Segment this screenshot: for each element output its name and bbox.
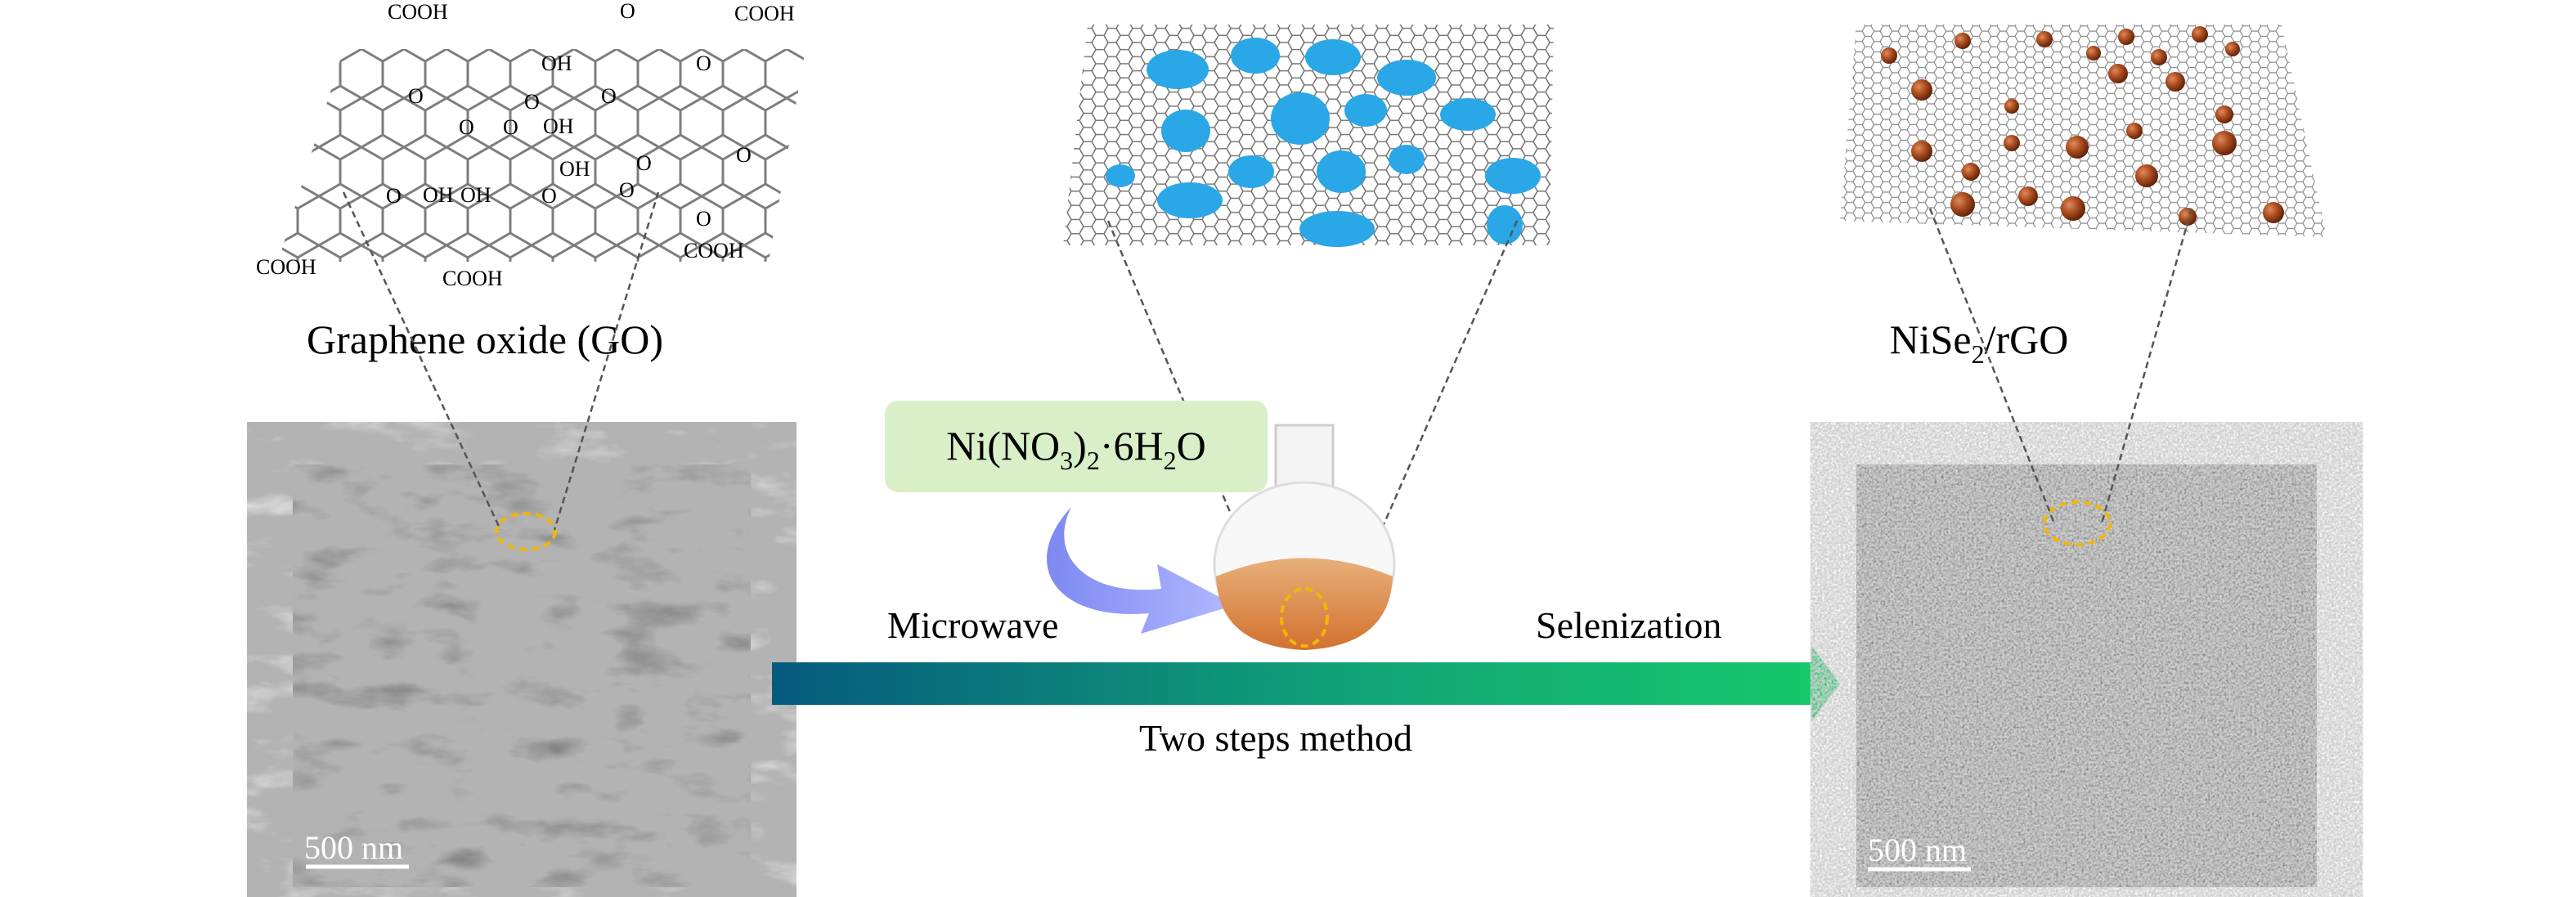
functional-group-label: O bbox=[386, 184, 402, 208]
functional-group-label: OH bbox=[543, 114, 574, 138]
nise2-particle bbox=[2118, 29, 2134, 45]
nise2-particle bbox=[2126, 123, 2143, 139]
ni-precursor-blob bbox=[1440, 98, 1496, 131]
functional-group-label: O bbox=[459, 115, 474, 139]
functional-group-label: COOH bbox=[256, 255, 316, 279]
nise2-particle bbox=[2004, 99, 2019, 114]
step2-label: Selenization bbox=[1536, 604, 1721, 646]
ni-precursor-blob bbox=[1344, 94, 1387, 127]
ni-precursor-blob bbox=[1157, 182, 1223, 218]
nise2-particle bbox=[2165, 72, 2185, 92]
callout-line bbox=[1928, 208, 2056, 524]
functional-group-label: O bbox=[503, 115, 518, 139]
nise2-particle bbox=[2151, 49, 2167, 65]
functional-group-label: O bbox=[408, 84, 424, 108]
nise2-particle bbox=[1881, 47, 1897, 64]
functional-group-label: O bbox=[696, 207, 711, 231]
round-bottom-flask-icon bbox=[1213, 424, 1396, 650]
nise2-particle bbox=[2135, 164, 2158, 187]
functional-group-label: COOH bbox=[734, 2, 795, 25]
ni-precursor-blob bbox=[1147, 50, 1209, 89]
functional-group-label: OH bbox=[541, 52, 572, 75]
nise2-particle bbox=[2192, 26, 2208, 43]
process-arrow bbox=[772, 646, 1840, 721]
method-label: Two steps method bbox=[1139, 717, 1412, 759]
ni-precursor-blob bbox=[1106, 164, 1135, 187]
nise2-particle bbox=[2179, 208, 2197, 226]
nise2-particle bbox=[2066, 136, 2089, 159]
nise2-particle bbox=[2004, 135, 2020, 151]
nise2-particle bbox=[2263, 202, 2284, 223]
ni-precursor-blob bbox=[1485, 158, 1541, 194]
nise2-particle bbox=[2212, 131, 2237, 155]
nise2-particle bbox=[1911, 79, 1932, 101]
nise2-particle bbox=[1950, 192, 1975, 217]
ni-precursor-blob bbox=[1305, 39, 1361, 75]
nise2-particle bbox=[2036, 31, 2053, 47]
nise2-particle bbox=[1911, 141, 1932, 162]
microwave-arrow-icon bbox=[1047, 507, 1235, 634]
functional-group-label: OH bbox=[460, 183, 491, 207]
rgo-sheet-with-nise2-particles bbox=[1840, 25, 2327, 237]
callout-line bbox=[342, 191, 502, 531]
functional-group-label: O bbox=[524, 90, 540, 114]
ni-precursor-blob bbox=[1161, 110, 1210, 152]
nise2-particle bbox=[2018, 186, 2038, 206]
functional-group-label: OH bbox=[423, 183, 454, 207]
ni-precursor-blob bbox=[1228, 155, 1274, 188]
nise2-particle bbox=[2225, 42, 2240, 56]
functional-group-label: O bbox=[620, 0, 635, 23]
nise2-particle bbox=[2108, 64, 2128, 83]
callout-line bbox=[553, 191, 660, 531]
nise2-particle bbox=[1962, 163, 1980, 181]
zoom-circle bbox=[495, 512, 557, 551]
ni-precursor-blob bbox=[1299, 211, 1375, 247]
go-sem-image: 500 nm bbox=[293, 464, 751, 887]
reagent-box: Ni(NO3)2·6H2O bbox=[885, 401, 1268, 492]
functional-group-label: O bbox=[636, 151, 652, 175]
nise2-rgo-sem-image: 500 nm bbox=[1856, 464, 2317, 887]
ni-precursor-blob bbox=[1389, 145, 1425, 174]
ni-precursor-blob bbox=[1317, 150, 1366, 193]
functional-group-label: COOH bbox=[684, 239, 744, 262]
functional-group-label: O bbox=[601, 84, 617, 108]
functional-group-label: O bbox=[736, 143, 752, 167]
zoom-circle bbox=[2043, 500, 2112, 546]
functional-group-label: COOH bbox=[442, 267, 503, 290]
ni-precursor-blob bbox=[1271, 92, 1330, 145]
ni-precursor-blob bbox=[1487, 205, 1523, 244]
ni-precursor-blob bbox=[1231, 38, 1280, 74]
nise2-particle bbox=[2086, 46, 2101, 61]
functional-group-label: O bbox=[619, 178, 635, 202]
scale-bar-label: 500 nm bbox=[1868, 832, 1967, 868]
nise2-particle bbox=[2215, 105, 2233, 123]
reagent-formula: Ni(NO3)2·6H2O bbox=[946, 423, 1205, 475]
functional-group-label: OH bbox=[559, 157, 590, 181]
nise2-particle bbox=[2061, 196, 2085, 221]
step1-label: Microwave bbox=[887, 604, 1058, 646]
graphene-sheet-with-ni-precursor bbox=[1063, 25, 1554, 247]
nise2-rgo-title: NiSe2/rGO bbox=[1890, 316, 2069, 369]
go-title: Graphene oxide (GO) bbox=[307, 316, 663, 362]
scale-bar-label: 500 nm bbox=[304, 829, 403, 866]
nise2-particle bbox=[1954, 33, 1971, 49]
functional-group-label: COOH bbox=[388, 0, 448, 24]
functional-group-label: O bbox=[696, 52, 711, 75]
callout-line bbox=[2100, 208, 2193, 524]
functional-group-label: O bbox=[541, 184, 557, 208]
ni-precursor-blob bbox=[1377, 60, 1436, 96]
